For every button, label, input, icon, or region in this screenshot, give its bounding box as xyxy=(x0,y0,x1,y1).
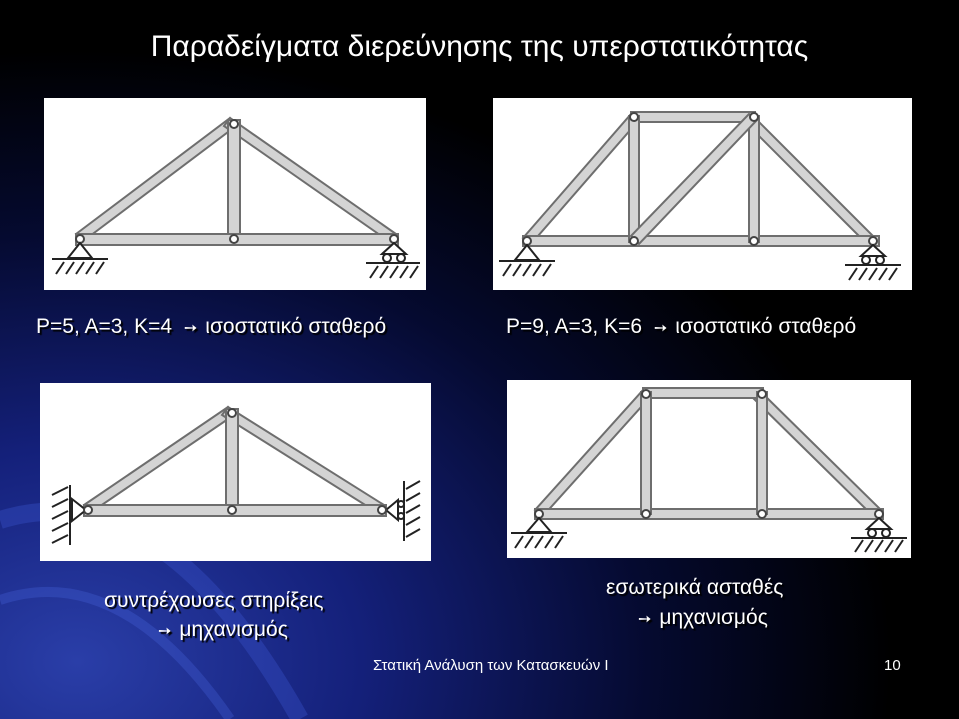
caption-d-line2: ➙ μηχανισμός xyxy=(638,606,768,630)
arrow-right-icon: ➙ xyxy=(653,320,668,337)
caption-d-line1: εσωτερικά ασταθές xyxy=(606,576,784,599)
caption-d-line2-text: μηχανισμός xyxy=(659,606,768,629)
pin-support-icon xyxy=(499,243,555,277)
truss-diagram-a xyxy=(44,98,426,290)
caption-a-result: ισοστατικό σταθερό xyxy=(205,315,387,338)
pin-support-icon xyxy=(52,241,108,275)
caption-b: P=9, A=3, K=6 ➙ ισοστατικό σταθερό xyxy=(506,315,856,339)
truss-members xyxy=(74,116,399,246)
caption-b-result: ισοστατικό σταθερό xyxy=(675,315,857,338)
pin-support-icon xyxy=(511,516,567,549)
joints xyxy=(522,112,878,246)
arrow-right-icon: ➙ xyxy=(638,611,652,628)
roller-support-icon xyxy=(845,243,901,281)
joints xyxy=(534,389,884,519)
caption-a: P=5, A=3, K=4 ➙ ισοστατικό σταθερό xyxy=(36,315,386,339)
arrow-right-icon: ➙ xyxy=(183,320,198,337)
truss-members xyxy=(533,387,884,520)
truss-diagram-b xyxy=(493,98,912,290)
arrow-right-icon: ➙ xyxy=(158,623,172,640)
caption-c-line2: ➙ μηχανισμός xyxy=(158,618,288,642)
truss-diagram-c xyxy=(40,383,431,561)
caption-c-line1: συντρέχουσες στηρίξεις xyxy=(104,589,324,612)
roller-support-icon xyxy=(366,241,420,279)
footer-text: Στατική Ανάλυση των Κατασκευών Ι xyxy=(373,657,609,674)
left-wall-icon xyxy=(51,485,71,545)
truss-members xyxy=(82,405,387,517)
caption-b-label: P=9, A=3, K=6 xyxy=(506,315,643,338)
caption-a-label: P=5, A=3, K=4 xyxy=(36,315,173,338)
truss-diagram-d xyxy=(507,380,911,558)
truss-members xyxy=(521,111,880,247)
right-wall-icon xyxy=(403,480,421,541)
slide-title: Παραδείγματα διερεύνησης της υπερστατικό… xyxy=(150,30,809,63)
pin-support-icon xyxy=(71,496,88,524)
joints xyxy=(83,408,387,515)
roller-support-icon xyxy=(851,516,907,553)
caption-c-line2-text: μηχανισμός xyxy=(179,618,288,641)
joints xyxy=(75,119,399,244)
roller-support-icon xyxy=(384,497,405,523)
page-number: 10 xyxy=(884,657,901,674)
